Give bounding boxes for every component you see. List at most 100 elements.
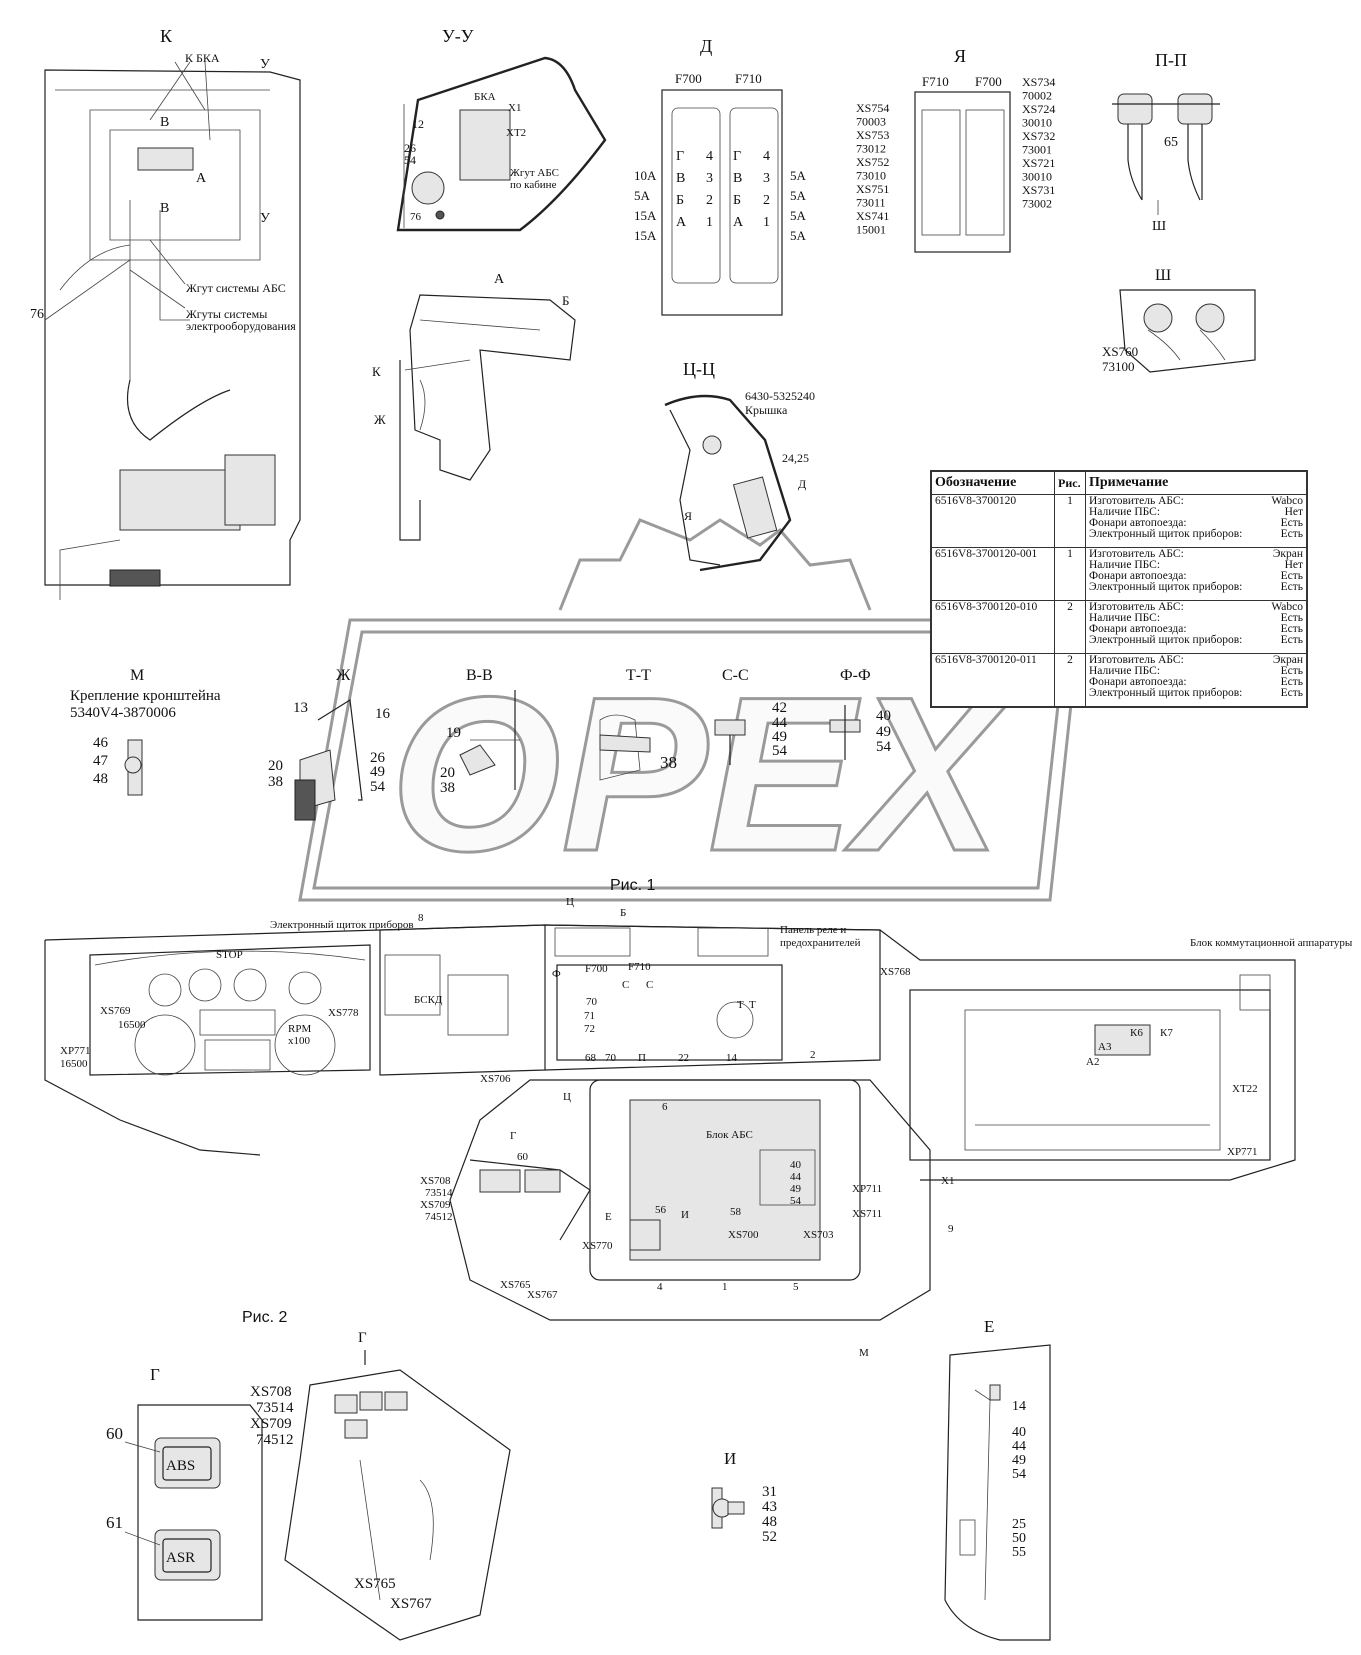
- note-value: Есть: [1280, 687, 1303, 699]
- ya-connector-left: XS754: [856, 101, 889, 115]
- note-line: Изготовитель АБС:Экран: [1089, 548, 1303, 560]
- g-button-abs: ABS: [166, 1458, 195, 1474]
- dashboard-callout: К7: [1160, 1027, 1173, 1039]
- note-value: Нет: [1284, 506, 1303, 518]
- ya-connector-left: 70003: [856, 115, 886, 129]
- dashboard-callout: 54: [790, 1195, 802, 1207]
- note-line: Наличие ПБС:Есть: [1089, 612, 1303, 624]
- dashboard-callout: 58: [730, 1206, 742, 1218]
- tsts-label-2425: 24,25: [782, 451, 809, 465]
- sh-label-xs760: XS760: [1102, 344, 1138, 359]
- g2-label-xs765: XS765: [354, 1576, 396, 1592]
- dashboard-callout: Электронный щиток приборов: [270, 919, 414, 931]
- dashboard-callout: XS703: [803, 1229, 834, 1241]
- dashboard-callout: 8: [418, 912, 424, 924]
- note-line: Электронный щиток приборов: Есть: [1089, 687, 1303, 699]
- note-label: Изготовитель АБС:: [1089, 495, 1184, 507]
- uu-label-54: 54: [404, 153, 416, 167]
- dashboard-callout: М: [859, 1347, 869, 1359]
- note-line: Электронный щиток приборов: Есть: [1089, 634, 1303, 646]
- dashboard-callout: Ц: [563, 1091, 571, 1103]
- note-label: Электронный щиток приборов:: [1089, 687, 1243, 699]
- zh-label-26: 26: [370, 750, 386, 766]
- fig1-caption: Рис. 1: [610, 877, 656, 894]
- d-slot-right: Б: [733, 193, 741, 208]
- view-i-title: И: [724, 1449, 736, 1468]
- dashboard-callout: 6: [662, 1101, 668, 1113]
- view-tt: Т-Т 38: [599, 667, 677, 781]
- view-d: Д F700 F710: [661, 36, 783, 316]
- m-caption2: 5340V4-3870006: [70, 705, 176, 721]
- dashboard-callout: Блок коммутационной аппаратуры: [1190, 937, 1353, 949]
- d-slot-left: Б: [676, 193, 684, 208]
- k-callout-harness1: Жгуты системы: [186, 307, 267, 321]
- dashboard-callout: 9: [948, 1223, 954, 1235]
- d-rating-left: 5А: [634, 188, 651, 203]
- g-button-asr: ASR: [166, 1550, 195, 1566]
- d-slot-num-left: 3: [706, 171, 713, 186]
- e-label-14: 14: [1012, 1399, 1026, 1414]
- dashboard-callout: 68: [585, 1052, 597, 1064]
- view-sh: Ш XS760 73100: [1102, 267, 1256, 374]
- g2-label-xs709: XS709: [250, 1416, 292, 1432]
- dashboard-callout: 56: [655, 1204, 667, 1216]
- view-pp: П-П 65 Ш: [1112, 50, 1220, 234]
- note-line: Фонари автопоезда:Есть: [1089, 570, 1303, 582]
- view-k: К К БКА У В А В У 76 Жгут системы АБС Жг…: [30, 26, 301, 600]
- fig2-caption: Рис. 2: [242, 1309, 288, 1326]
- dashboard-callout: предохранителей: [780, 937, 861, 949]
- dashboard-callout: Б: [620, 907, 626, 919]
- view-ff-title: Ф-Ф: [840, 667, 871, 684]
- note-line: Электронный щиток приборов:Есть: [1089, 528, 1303, 540]
- g2-label-xs708: XS708: [250, 1384, 292, 1400]
- note-label: Фонари автопоезда:: [1089, 570, 1187, 582]
- dashboard-callout: С: [646, 979, 653, 991]
- note-value: Есть: [1280, 665, 1303, 677]
- table-cell-fig: 2: [1054, 653, 1086, 707]
- spec-table: Обозначение Рис. Примечание 6516V8-37001…: [930, 470, 1308, 708]
- dashboard-callout: XS770: [582, 1240, 613, 1252]
- dashboard-callout: А2: [1086, 1056, 1099, 1068]
- tsts-label-d: Д: [798, 477, 806, 491]
- dashboard-callout: 16500: [118, 1019, 146, 1031]
- table-header-code: Обозначение: [931, 471, 1055, 495]
- ss-label-54: 54: [772, 743, 788, 759]
- m-caption1: Крепление кронштейна: [70, 688, 221, 704]
- m-label-46: 46: [93, 735, 109, 751]
- a-label-b: Б: [562, 293, 569, 308]
- view-zh-title: Ж: [336, 667, 351, 684]
- view-g-title: Г: [150, 1365, 160, 1384]
- d-rating-right: 5А: [790, 228, 807, 243]
- m-label-48: 48: [93, 771, 108, 787]
- pp-label-sh: Ш: [1152, 219, 1166, 234]
- e-label-55: 55: [1012, 1545, 1026, 1560]
- dashboard-callout: Панель реле и: [780, 924, 846, 936]
- watermark: OPEX: [298, 518, 1082, 902]
- note-label: Наличие ПБС:: [1089, 665, 1161, 677]
- dashboard-callout: XS709: [420, 1199, 451, 1211]
- ff-label-54: 54: [876, 739, 892, 755]
- ya-connector-left: 73011: [856, 196, 886, 210]
- note-value: Есть: [1280, 634, 1303, 646]
- dashboard-callout: С: [622, 979, 629, 991]
- note-value: Есть: [1280, 612, 1303, 624]
- dashboard-callout: Ц: [566, 896, 574, 908]
- dashboard-callout: F700: [585, 963, 608, 975]
- k-label-kbka: К БКА: [185, 51, 220, 65]
- dashboard-callout: 40: [790, 1159, 802, 1171]
- zh-label-49: 49: [370, 764, 385, 780]
- e-label-54: 54: [1012, 1467, 1026, 1482]
- table-cell-fig: 1: [1054, 494, 1086, 548]
- e-label-44: 44: [1012, 1439, 1026, 1454]
- note-line: Изготовитель АБС:Wabco: [1089, 495, 1303, 507]
- tsts-label-cover: Крышка: [745, 403, 788, 417]
- ya-connector-right: 73001: [1022, 143, 1052, 157]
- view-ss-title: С-С: [722, 667, 749, 684]
- note-value: Экран: [1272, 654, 1303, 666]
- note-label: Электронный щиток приборов:: [1089, 634, 1243, 646]
- uu-label-12: 12: [412, 117, 424, 131]
